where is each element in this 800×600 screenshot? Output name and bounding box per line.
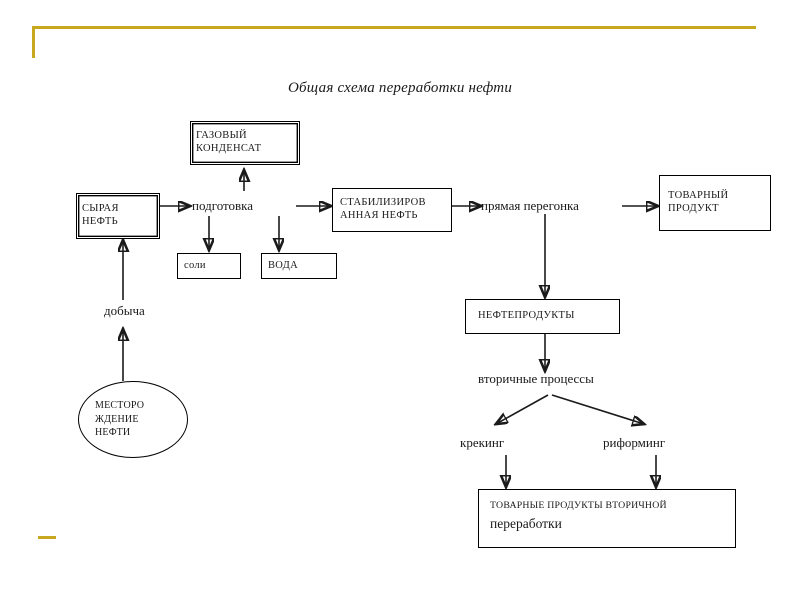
node-water-text: ВОДА bbox=[268, 259, 299, 271]
node-commodity-product-line2: ПРОДУКТ bbox=[668, 203, 719, 214]
node-oil-products-text: НЕФТЕПРОДУКТЫ bbox=[478, 310, 575, 322]
label-cracking[interactable]: крекинг bbox=[460, 435, 505, 450]
label-preparation[interactable]: подготовка bbox=[192, 198, 254, 213]
node-salts-text: соли bbox=[184, 259, 206, 271]
node-secondary-products-line2: переработки bbox=[490, 515, 562, 531]
node-oil-field-line3: НЕФТИ bbox=[95, 427, 131, 439]
node-gas-condensate-line1: ГАЗОВЫЙ bbox=[196, 130, 247, 142]
label-secondary-processes[interactable]: вторичные процессы bbox=[478, 371, 594, 386]
decorative-left-rule bbox=[32, 26, 35, 58]
node-crude-oil-line1: СЫРАЯ bbox=[82, 203, 119, 215]
decorative-bottom-dash bbox=[38, 536, 56, 539]
arrow-secondary-to-cracking bbox=[496, 394, 549, 424]
node-stabilized-oil[interactable]: СТАБИЛИЗИРОВ АННАЯ НЕФТЬ bbox=[332, 188, 452, 232]
arrow-secondary-to-reforming bbox=[551, 394, 644, 424]
node-commodity-product[interactable]: ТОВАРНЫЙ ПРОДУКТ bbox=[659, 175, 771, 231]
slide-title: Общая схема переработки нефти bbox=[287, 80, 513, 96]
node-oil-field[interactable]: МЕСТОРО ЖДЕНИЕ НЕФТИ bbox=[78, 381, 188, 458]
node-secondary-products-text: ТОВАРНЫЕ ПРОДУКТЫ ВТОРИЧНОЙ переработки bbox=[490, 494, 735, 533]
node-oil-field-line1: МЕСТОРО bbox=[95, 399, 145, 411]
decorative-top-rule bbox=[32, 26, 756, 29]
node-gas-condensate-line2: КОНДЕНСАТ bbox=[196, 143, 262, 154]
node-stabilized-oil-line2: АННАЯ НЕФТЬ bbox=[340, 210, 418, 221]
node-commodity-product-line1: ТОВАРНЫЙ bbox=[668, 190, 729, 202]
node-gas-condensate-text: ГАЗОВЫЙ КОНДЕНСАТ bbox=[196, 130, 294, 156]
node-commodity-product-text: ТОВАРНЫЙ ПРОДУКТ bbox=[668, 190, 770, 216]
node-crude-oil-line2: НЕФТЬ bbox=[82, 216, 118, 227]
node-oil-field-text: МЕСТОРО ЖДЕНИЕ НЕФТИ bbox=[79, 399, 187, 440]
node-gas-condensate[interactable]: ГАЗОВЫЙ КОНДЕНСАТ bbox=[190, 121, 300, 165]
label-direct-distillation[interactable]: прямая перегонка bbox=[481, 198, 579, 213]
node-stabilized-oil-line1: СТАБИЛИЗИРОВ bbox=[340, 197, 426, 209]
label-reforming[interactable]: риформинг bbox=[603, 435, 666, 450]
node-secondary-products[interactable]: ТОВАРНЫЕ ПРОДУКТЫ ВТОРИЧНОЙ переработки bbox=[478, 489, 736, 548]
node-water[interactable]: ВОДА bbox=[261, 253, 337, 279]
node-stabilized-oil-text: СТАБИЛИЗИРОВ АННАЯ НЕФТЬ bbox=[340, 197, 451, 223]
node-oil-field-line2: ЖДЕНИЕ bbox=[95, 413, 139, 425]
node-crude-oil[interactable]: СЫРАЯ НЕФТЬ bbox=[76, 193, 160, 239]
node-oil-products[interactable]: НЕФТЕПРОДУКТЫ bbox=[465, 299, 620, 334]
node-crude-oil-text: СЫРАЯ НЕФТЬ bbox=[82, 203, 154, 229]
node-secondary-products-line1: ТОВАРНЫЕ ПРОДУКТЫ ВТОРИЧНОЙ bbox=[490, 500, 667, 511]
label-extraction[interactable]: добыча bbox=[104, 303, 145, 318]
node-salts[interactable]: соли bbox=[177, 253, 241, 279]
